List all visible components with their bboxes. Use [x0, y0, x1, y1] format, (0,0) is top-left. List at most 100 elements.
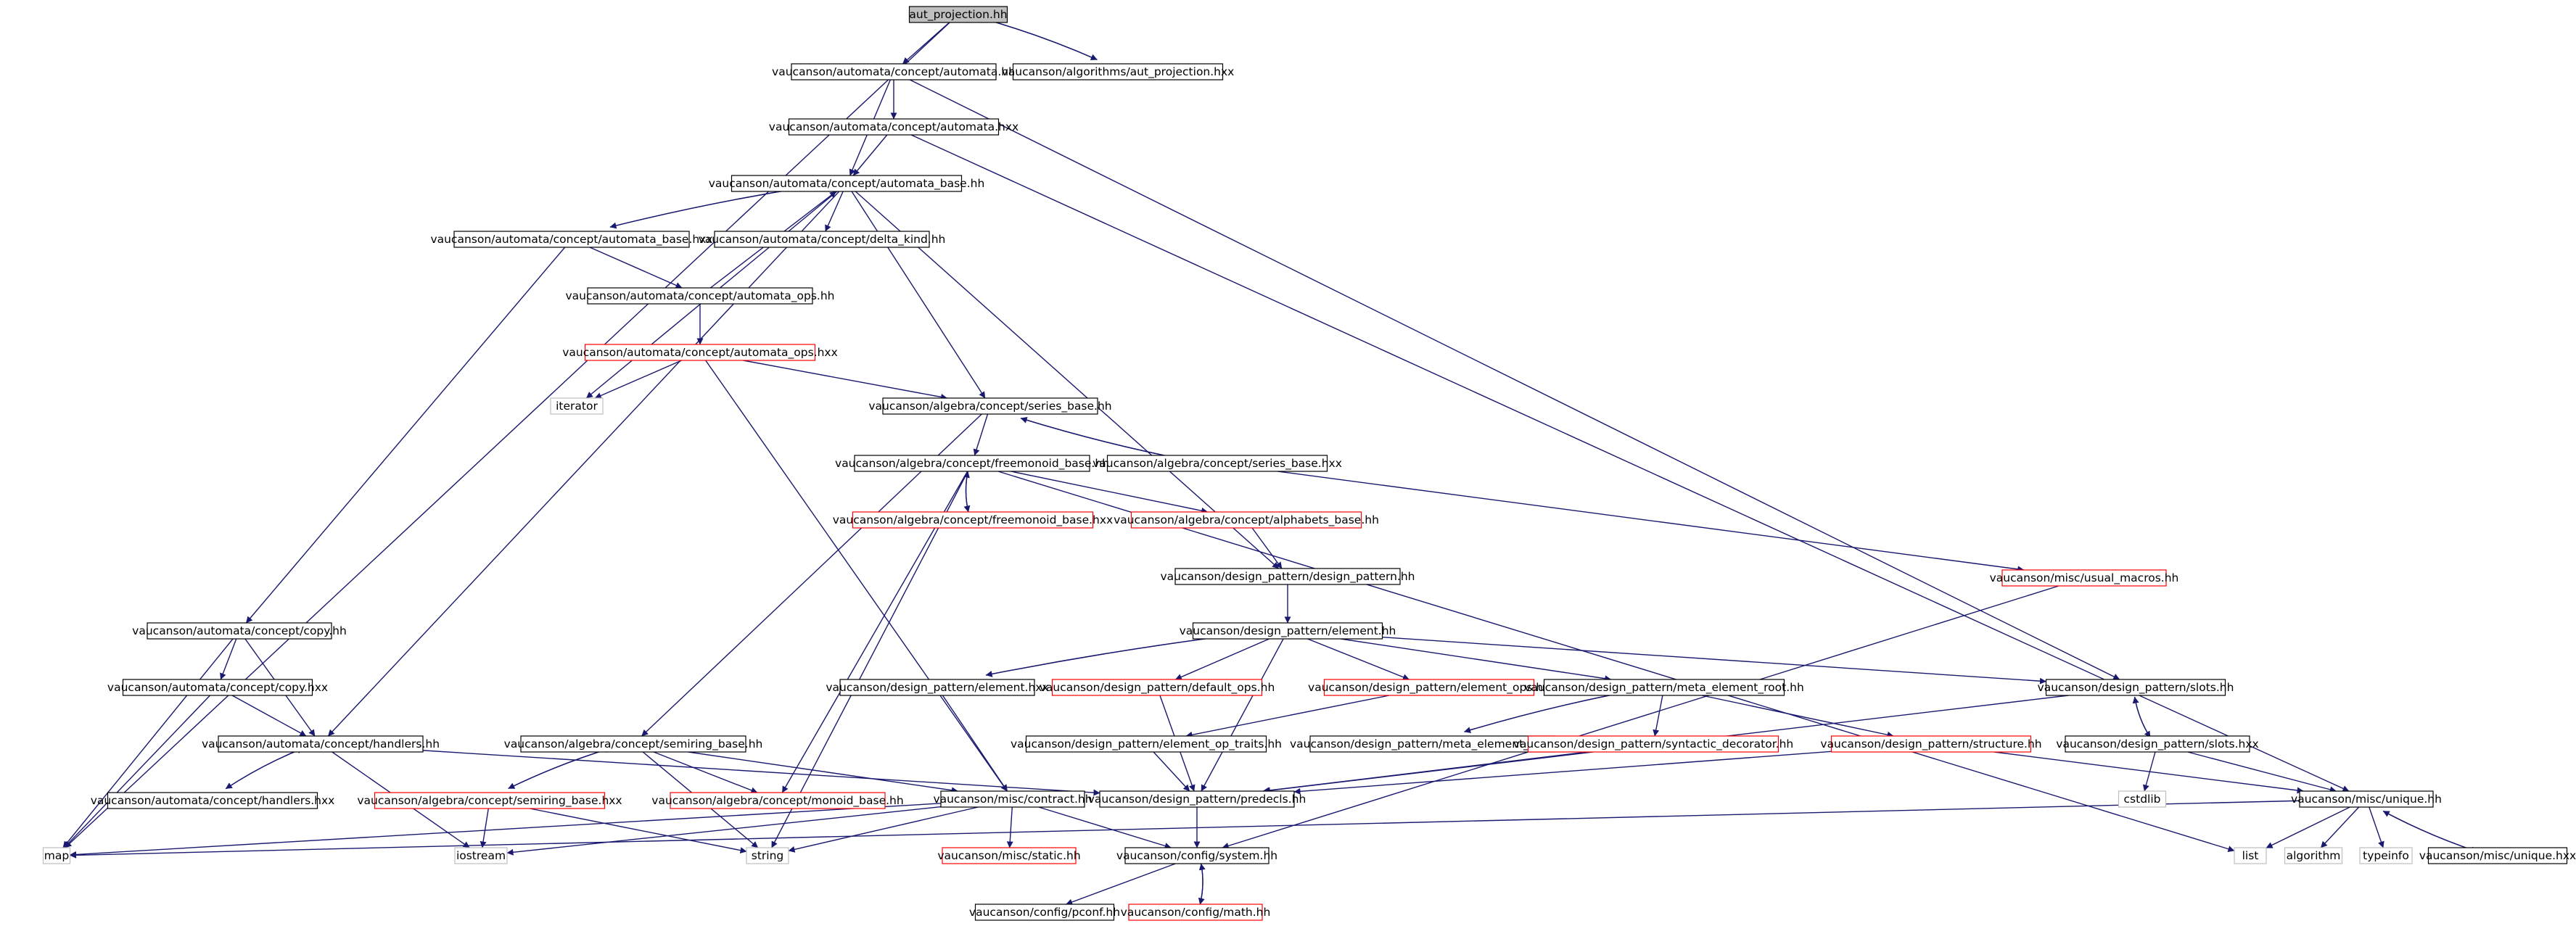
- edge-freemonoid_base_hh-to-alphabets_base_hh: [1011, 471, 1209, 514]
- edge-automata_base_hh-to-handlers_hh: [327, 191, 840, 737]
- node-typeinfo: typeinfo: [2359, 847, 2413, 864]
- node-box: [1174, 568, 1401, 585]
- edge-unique_hh-to-algorithm: [2320, 806, 2360, 848]
- node-slots-hxx[interactable]: vaucanson/design_pattern/slots.hxx: [2056, 735, 2259, 753]
- node-meta-element-root-hxx[interactable]: vaucanson/design_pattern/meta_element_ro…: [1290, 735, 1576, 753]
- edge-alphabets_base_hh-to-design_pattern_hh: [1251, 527, 1283, 569]
- node-cstdlib: cstdlib: [2118, 790, 2167, 808]
- node-system-hh[interactable]: vaucanson/config/system.hh: [1116, 847, 1277, 864]
- node-box: [2284, 847, 2343, 864]
- node-label: vaucanson/design_pattern/element.hh: [1180, 624, 1396, 638]
- edge-unique_hh-to-unique_hxx: [2382, 810, 2478, 853]
- edge-root-to-automata_hh: [902, 22, 950, 65]
- node-meta-element-root-hh[interactable]: vaucanson/design_pattern/meta_element_ro…: [1524, 679, 1804, 696]
- node-slots-hh[interactable]: vaucanson/design_pattern/slots.hh: [2038, 679, 2234, 696]
- edge-semiring_base_hh-to-semiring_base_hxx: [508, 747, 612, 790]
- edge-contract_hh-to-iostream: [506, 806, 942, 856]
- node-label: vaucanson/config/pconf.hh: [969, 906, 1120, 919]
- node-label: vaucanson/automata/concept/automata_base…: [430, 233, 712, 247]
- node-series-base-hxx[interactable]: vaucanson/algebra/concept/series_base.hx…: [1092, 455, 1342, 472]
- node-element-hh[interactable]: vaucanson/design_pattern/element.hh: [1180, 622, 1396, 640]
- node-automata-hxx[interactable]: vaucanson/automata/concept/automata.hxx: [769, 118, 1019, 136]
- node-box: [42, 847, 71, 864]
- node-label: vaucanson/misc/static.hh: [937, 849, 1080, 862]
- node-predecls-hh[interactable]: vaucanson/design_pattern/predecls.hh: [1088, 790, 1306, 808]
- node-root[interactable]: aut_projection.hh: [908, 6, 1008, 23]
- node-box: [584, 344, 816, 361]
- node-monoid-base-hh[interactable]: vaucanson/algebra/concept/monoid_base.hh: [651, 792, 904, 809]
- edge-series_base_hh-to-series_base_hxx: [1020, 418, 1185, 462]
- node-automata-hh[interactable]: vaucanson/automata/concept/automata.hh: [772, 63, 1016, 80]
- node-box: [2001, 569, 2167, 587]
- node-static-hh[interactable]: vaucanson/misc/static.hh: [937, 847, 1081, 864]
- node-unique-hh[interactable]: vaucanson/misc/unique.hh: [2291, 790, 2442, 808]
- node-box: [839, 679, 1035, 696]
- node-label: vaucanson/design_pattern/element_op_trai…: [1011, 737, 1282, 751]
- node-label: vaucanson/design_pattern/default_ops.hh: [1040, 681, 1275, 695]
- node-pconf-hh[interactable]: vaucanson/config/pconf.hh: [969, 904, 1120, 921]
- node-box: [2427, 847, 2568, 864]
- node-element-hxx[interactable]: vaucanson/design_pattern/element.hxx: [826, 679, 1049, 696]
- node-label: typeinfo: [2363, 849, 2409, 862]
- edge-freemonoid_base_hxx-to-freemonoid_base_hh: [963, 471, 970, 513]
- node-box: [520, 735, 746, 753]
- edge-root-to-alg_aut_proj_hxx: [982, 17, 1098, 61]
- edge-structure_hh-to-unique_hh: [1993, 751, 2304, 794]
- node-contract-hh[interactable]: vaucanson/misc/contract.hh: [933, 790, 1092, 808]
- node-unique-hxx[interactable]: vaucanson/misc/unique.hxx: [2419, 847, 2576, 864]
- node-handlers-hxx[interactable]: vaucanson/automata/concept/handlers.hxx: [91, 792, 335, 809]
- edge-slots_hh-to-slots_hxx: [2133, 697, 2151, 738]
- edge-semiring_base_hh-to-contract_hh: [688, 751, 958, 794]
- node-syntactic-decorator-hh[interactable]: vaucanson/design_pattern/syntactic_decor…: [1513, 735, 1793, 753]
- node-element-op-traits-hh[interactable]: vaucanson/design_pattern/element_op_trai…: [1011, 735, 1282, 753]
- node-freemonoid-base-hxx[interactable]: vaucanson/algebra/concept/freemonoid_bas…: [833, 511, 1113, 529]
- node-delta-kind-hh[interactable]: vaucanson/automata/concept/delta_kind.hh: [699, 231, 946, 248]
- edge-element_hh-to-slots_hh: [1382, 637, 2046, 685]
- node-usual-macros-hh[interactable]: vaucanson/misc/usual_macros.hh: [1990, 569, 2179, 587]
- edge-automata_base_hh-to-delta_kind_hh: [825, 191, 844, 232]
- node-box: [147, 622, 332, 640]
- node-freemonoid-base-hh[interactable]: vaucanson/algebra/concept/freemonoid_bas…: [835, 455, 1109, 472]
- node-box: [218, 735, 424, 753]
- node-default-ops-hh[interactable]: vaucanson/design_pattern/default_ops.hh: [1040, 679, 1275, 696]
- edge-meta_element_root_hh-to-structure_hh: [1701, 695, 1894, 738]
- node-alphabets-base-hh[interactable]: vaucanson/algebra/concept/alphabets_base…: [1114, 511, 1379, 529]
- edge-series_base_hxx-to-usual_macros_hh: [1277, 471, 2025, 573]
- node-semiring-base-hxx[interactable]: vaucanson/algebra/concept/semiring_base.…: [357, 792, 622, 809]
- node-handlers-hh[interactable]: vaucanson/automata/concept/handlers.hh: [202, 735, 440, 753]
- edge-automata_base_hxx-to-automata_ops_hh: [589, 247, 683, 289]
- edge-automata_ops_hxx-to-iterator: [594, 360, 683, 399]
- node-label: vaucanson/design_pattern/design_pattern.…: [1161, 570, 1415, 584]
- node-series-base-hh[interactable]: vaucanson/algebra/concept/series_base.hh: [868, 397, 1112, 415]
- node-copy-hxx[interactable]: vaucanson/automata/concept/copy.hxx: [107, 679, 328, 696]
- node-label: vaucanson/automata/concept/handlers.hxx: [91, 794, 335, 807]
- edge-automata_ops_hxx-to-series_base_hh: [743, 360, 947, 400]
- edge-handlers_hxx-to-handlers_hh: [225, 747, 304, 790]
- node-box: [670, 792, 886, 809]
- edge-root-to-map: [65, 22, 950, 848]
- node-math-hh[interactable]: vaucanson/config/math.hh: [1121, 904, 1271, 921]
- node-element-ops-hh[interactable]: vaucanson/design_pattern/element_ops.hh: [1308, 679, 1550, 696]
- node-alg-aut-proj-hxx[interactable]: vaucanson/algorithms/aut_projection.hxx: [1002, 63, 1235, 80]
- edge-copy_hxx-to-map: [64, 695, 210, 848]
- node-label: vaucanson/algebra/concept/semiring_base.…: [504, 737, 763, 751]
- node-automata-ops-hh[interactable]: vaucanson/automata/concept/automata_ops.…: [565, 287, 835, 305]
- node-automata-ops-hxx[interactable]: vaucanson/automata/concept/automata_ops.…: [562, 344, 838, 361]
- node-copy-hh[interactable]: vaucanson/automata/concept/copy.hh: [132, 622, 347, 640]
- node-label: vaucanson/design_pattern/meta_element_ro…: [1524, 681, 1804, 695]
- node-box: [374, 792, 606, 809]
- node-semiring-base-hh[interactable]: vaucanson/algebra/concept/semiring_base.…: [504, 735, 763, 753]
- node-box: [453, 231, 690, 248]
- node-box: [852, 511, 1094, 529]
- node-box: [974, 904, 1115, 921]
- edge-element_ops_hh-to-element_op_traits_hh: [1185, 695, 1390, 738]
- node-box: [1051, 679, 1263, 696]
- node-automata-base-hxx[interactable]: vaucanson/automata/concept/automata_base…: [430, 231, 713, 248]
- node-string: string: [746, 847, 789, 864]
- node-label: algorithm: [2287, 849, 2341, 862]
- node-structure-hh[interactable]: vaucanson/design_pattern/structure.hh: [1820, 735, 2042, 753]
- node-design-pattern-hh[interactable]: vaucanson/design_pattern/design_pattern.…: [1161, 568, 1415, 585]
- node-automata-base-hh[interactable]: vaucanson/automata/concept/automata_base…: [709, 175, 985, 192]
- node-label: vaucanson/design_pattern/element.hxx: [826, 681, 1048, 695]
